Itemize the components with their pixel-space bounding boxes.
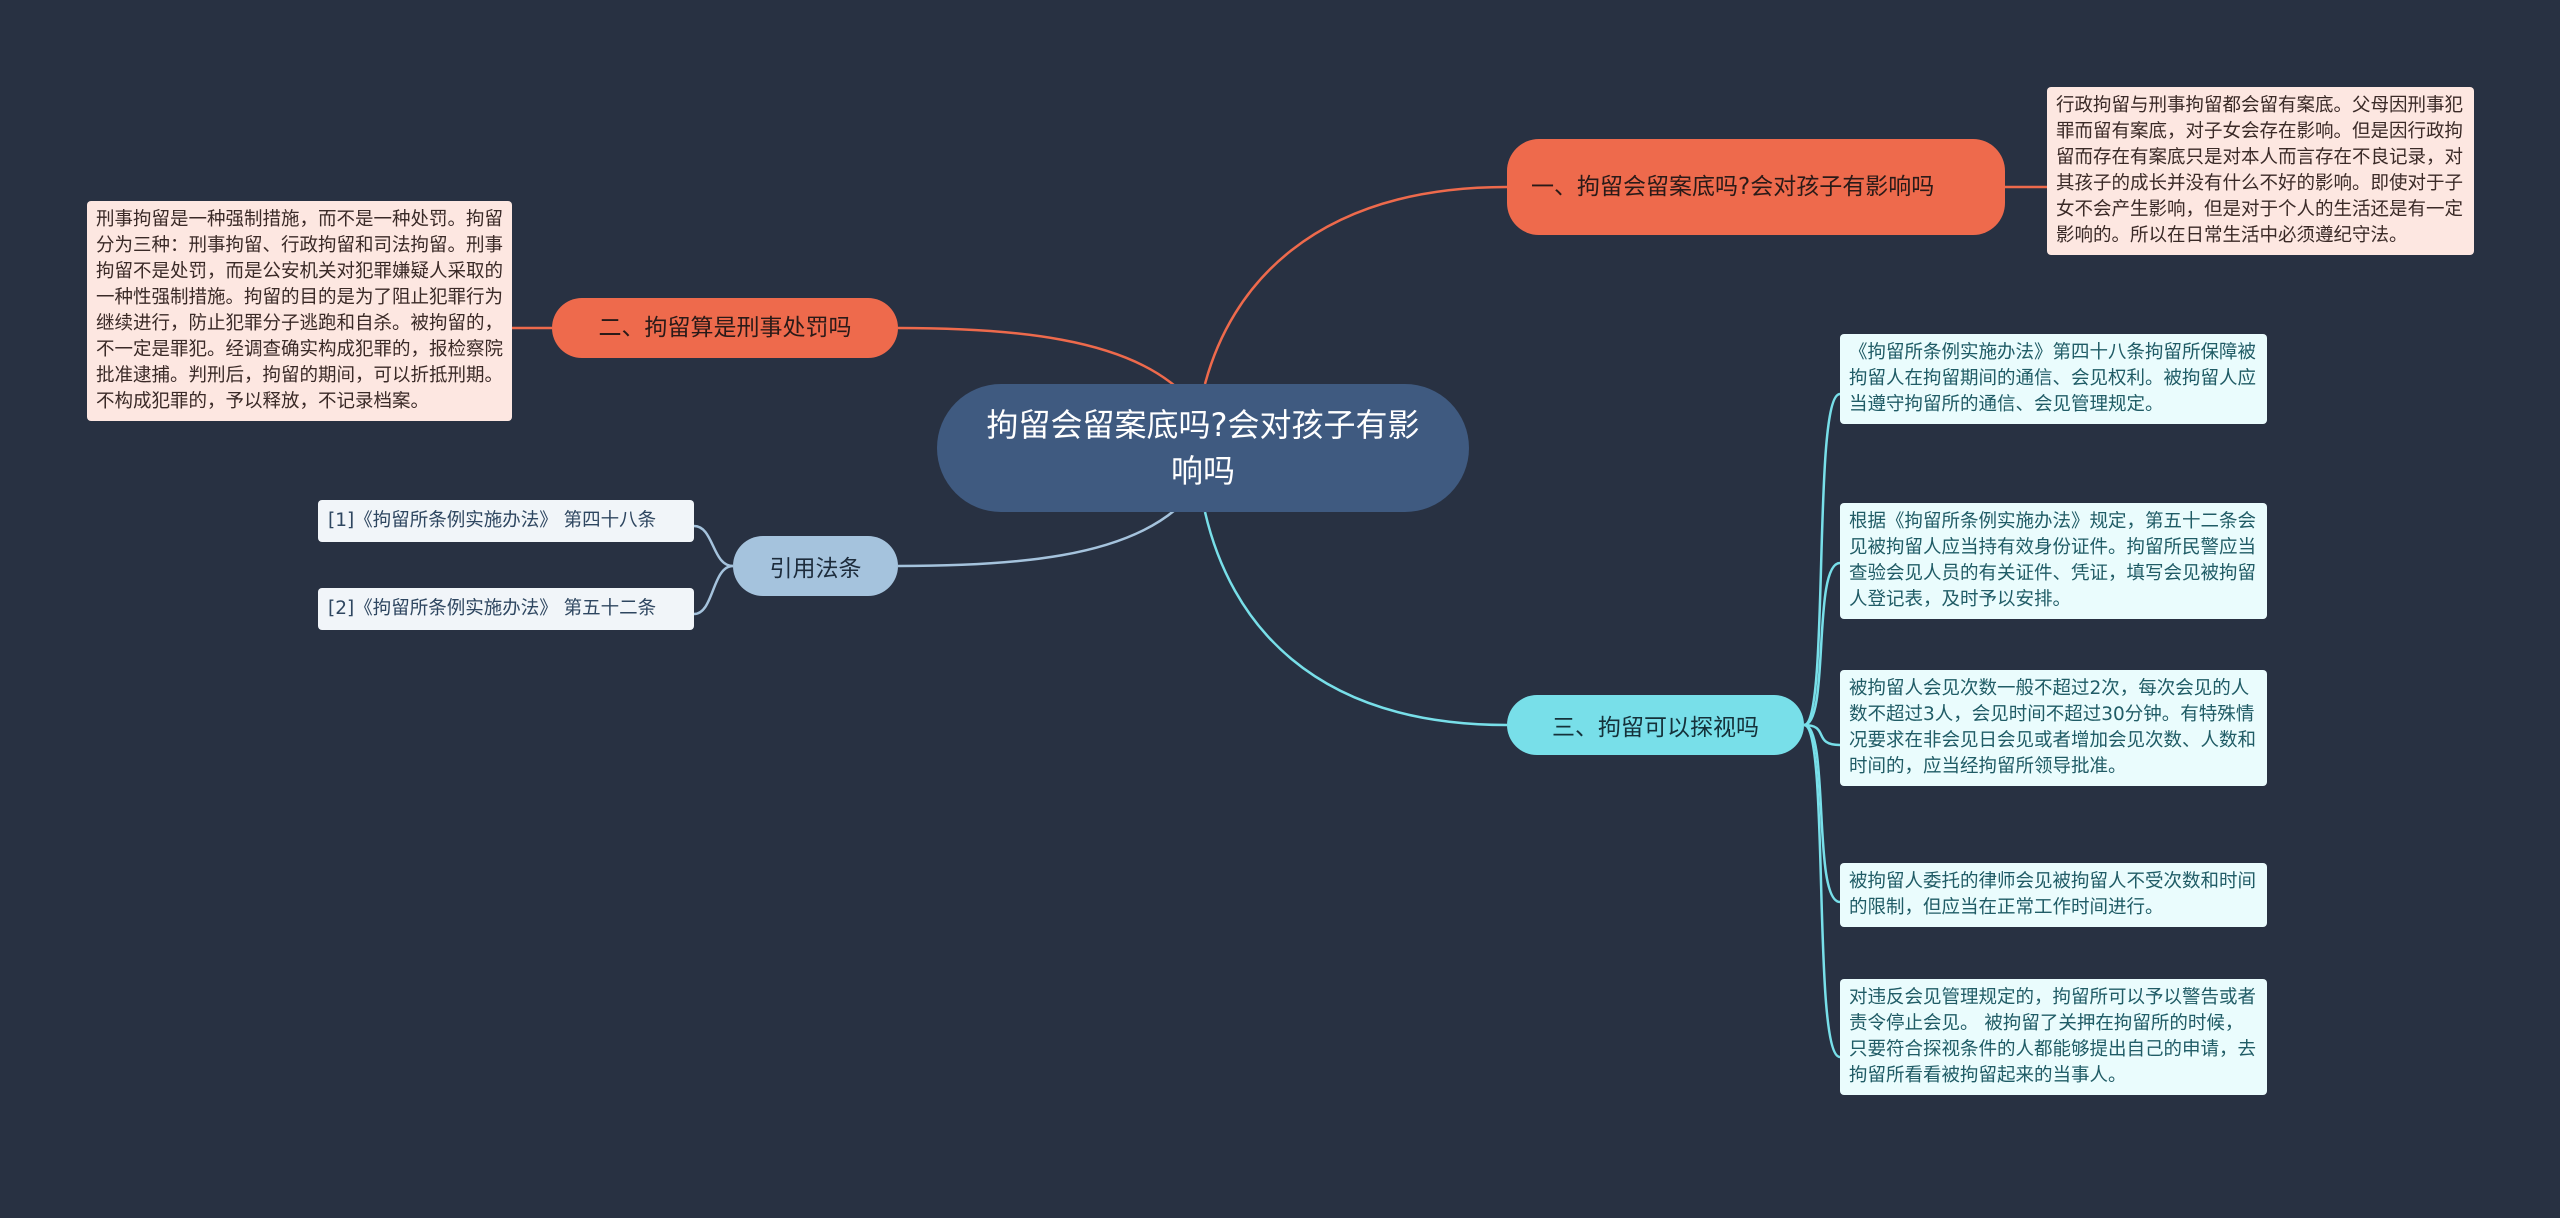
link-b3-leaf5 xyxy=(1803,723,1841,1059)
leaf-cited-law-1[interactable]: [1]《拘留所条例实施办法》 第四十八条 xyxy=(318,500,694,542)
leaf-criminal-punishment-detail[interactable]: 刑事拘留是一种强制措施，而不是一种处罚。拘留分为三种：刑事拘留、行政拘留和司法拘… xyxy=(87,201,512,421)
branch-cited-laws-label: 引用法条 xyxy=(769,556,862,582)
leaf-visitation-5-text: 对违反会见管理规定的，拘留所可以予以警告或者责令停止会见。 被拘留了关押在拘留所… xyxy=(1849,987,2257,1086)
central-topic-label: 拘留会留案底吗?会对孩子有影响吗 xyxy=(986,406,1420,490)
link-center-b2 xyxy=(897,326,1176,387)
leaf-cited-law-2[interactable]: [2]《拘留所条例实施办法》 第五十二条 xyxy=(318,588,694,630)
leaf-visitation-3-text: 被拘留人会见次数一般不超过2次，每次会见的人数不超过3人，会见时间不超过30分钟… xyxy=(1849,678,2257,777)
link-refs-item2 xyxy=(693,564,734,616)
link-center-b1 xyxy=(1203,185,1508,385)
link-center-b3 xyxy=(1203,511,1508,727)
leaf-visitation-1-text: 《拘留所条例实施办法》第四十八条拘留所保障被拘留人在拘留期间的通信、会见权利。被… xyxy=(1849,342,2257,415)
leaf-visitation-3[interactable]: 被拘留人会见次数一般不超过2次，每次会见的人数不超过3人，会见时间不超过30分钟… xyxy=(1840,670,2267,786)
branch-criminal-punishment[interactable]: 二、拘留算是刑事处罚吗 xyxy=(552,298,898,358)
leaf-visitation-2[interactable]: 根据《拘留所条例实施办法》规定，第五十二条会见被拘留人应当持有效身份证件。拘留所… xyxy=(1840,503,2267,619)
leaf-case-record-detail[interactable]: 行政拘留与刑事拘留都会留有案底。父母因刑事犯罪而留有案底，对子女会存在影响。但是… xyxy=(2047,87,2474,255)
leaf-case-record-text: 行政拘留与刑事拘留都会留有案底。父母因刑事犯罪而留有案底，对子女会存在影响。但是… xyxy=(2056,95,2464,246)
branch-case-record-label: 一、拘留会留案底吗?会对孩子有影响吗 xyxy=(1531,174,1935,200)
central-topic[interactable]: 拘留会留案底吗?会对孩子有影响吗 xyxy=(937,384,1469,512)
link-b3-leaf2 xyxy=(1803,561,1841,727)
link-b3-leaf4 xyxy=(1803,723,1841,904)
leaf-visitation-4[interactable]: 被拘留人委托的律师会见被拘留人不受次数和时间的限制，但应当在正常工作时间进行。 xyxy=(1840,863,2267,927)
branch-visitation-label: 三、拘留可以探视吗 xyxy=(1552,715,1759,741)
leaf-visitation-1[interactable]: 《拘留所条例实施办法》第四十八条拘留所保障被拘留人在拘留期间的通信、会见权利。被… xyxy=(1840,334,2267,424)
leaf-cited-law-1-text: [1]《拘留所条例实施办法》 第四十八条 xyxy=(328,510,657,531)
link-b3-leaf1 xyxy=(1803,392,1841,727)
leaf-visitation-2-text: 根据《拘留所条例实施办法》规定，第五十二条会见被拘留人应当持有效身份证件。拘留所… xyxy=(1849,511,2257,610)
leaf-cited-law-2-text: [2]《拘留所条例实施办法》 第五十二条 xyxy=(328,598,657,619)
branch-cited-laws[interactable]: 引用法条 xyxy=(733,536,898,596)
leaf-visitation-5[interactable]: 对违反会见管理规定的，拘留所可以予以警告或者责令停止会见。 被拘留了关押在拘留所… xyxy=(1840,979,2267,1095)
branch-case-record[interactable]: 一、拘留会留案底吗?会对孩子有影响吗 xyxy=(1507,139,2005,235)
branch-visitation[interactable]: 三、拘留可以探视吗 xyxy=(1507,695,1804,755)
leaf-criminal-punishment-text: 刑事拘留是一种强制措施，而不是一种处罚。拘留分为三种：刑事拘留、行政拘留和司法拘… xyxy=(96,209,504,412)
link-refs-item1 xyxy=(693,524,734,568)
branch-criminal-punishment-label: 二、拘留算是刑事处罚吗 xyxy=(598,315,852,341)
link-center-refs xyxy=(897,509,1176,568)
link-b3-leaf3 xyxy=(1803,723,1841,747)
leaf-visitation-4-text: 被拘留人委托的律师会见被拘留人不受次数和时间的限制，但应当在正常工作时间进行。 xyxy=(1849,871,2257,918)
